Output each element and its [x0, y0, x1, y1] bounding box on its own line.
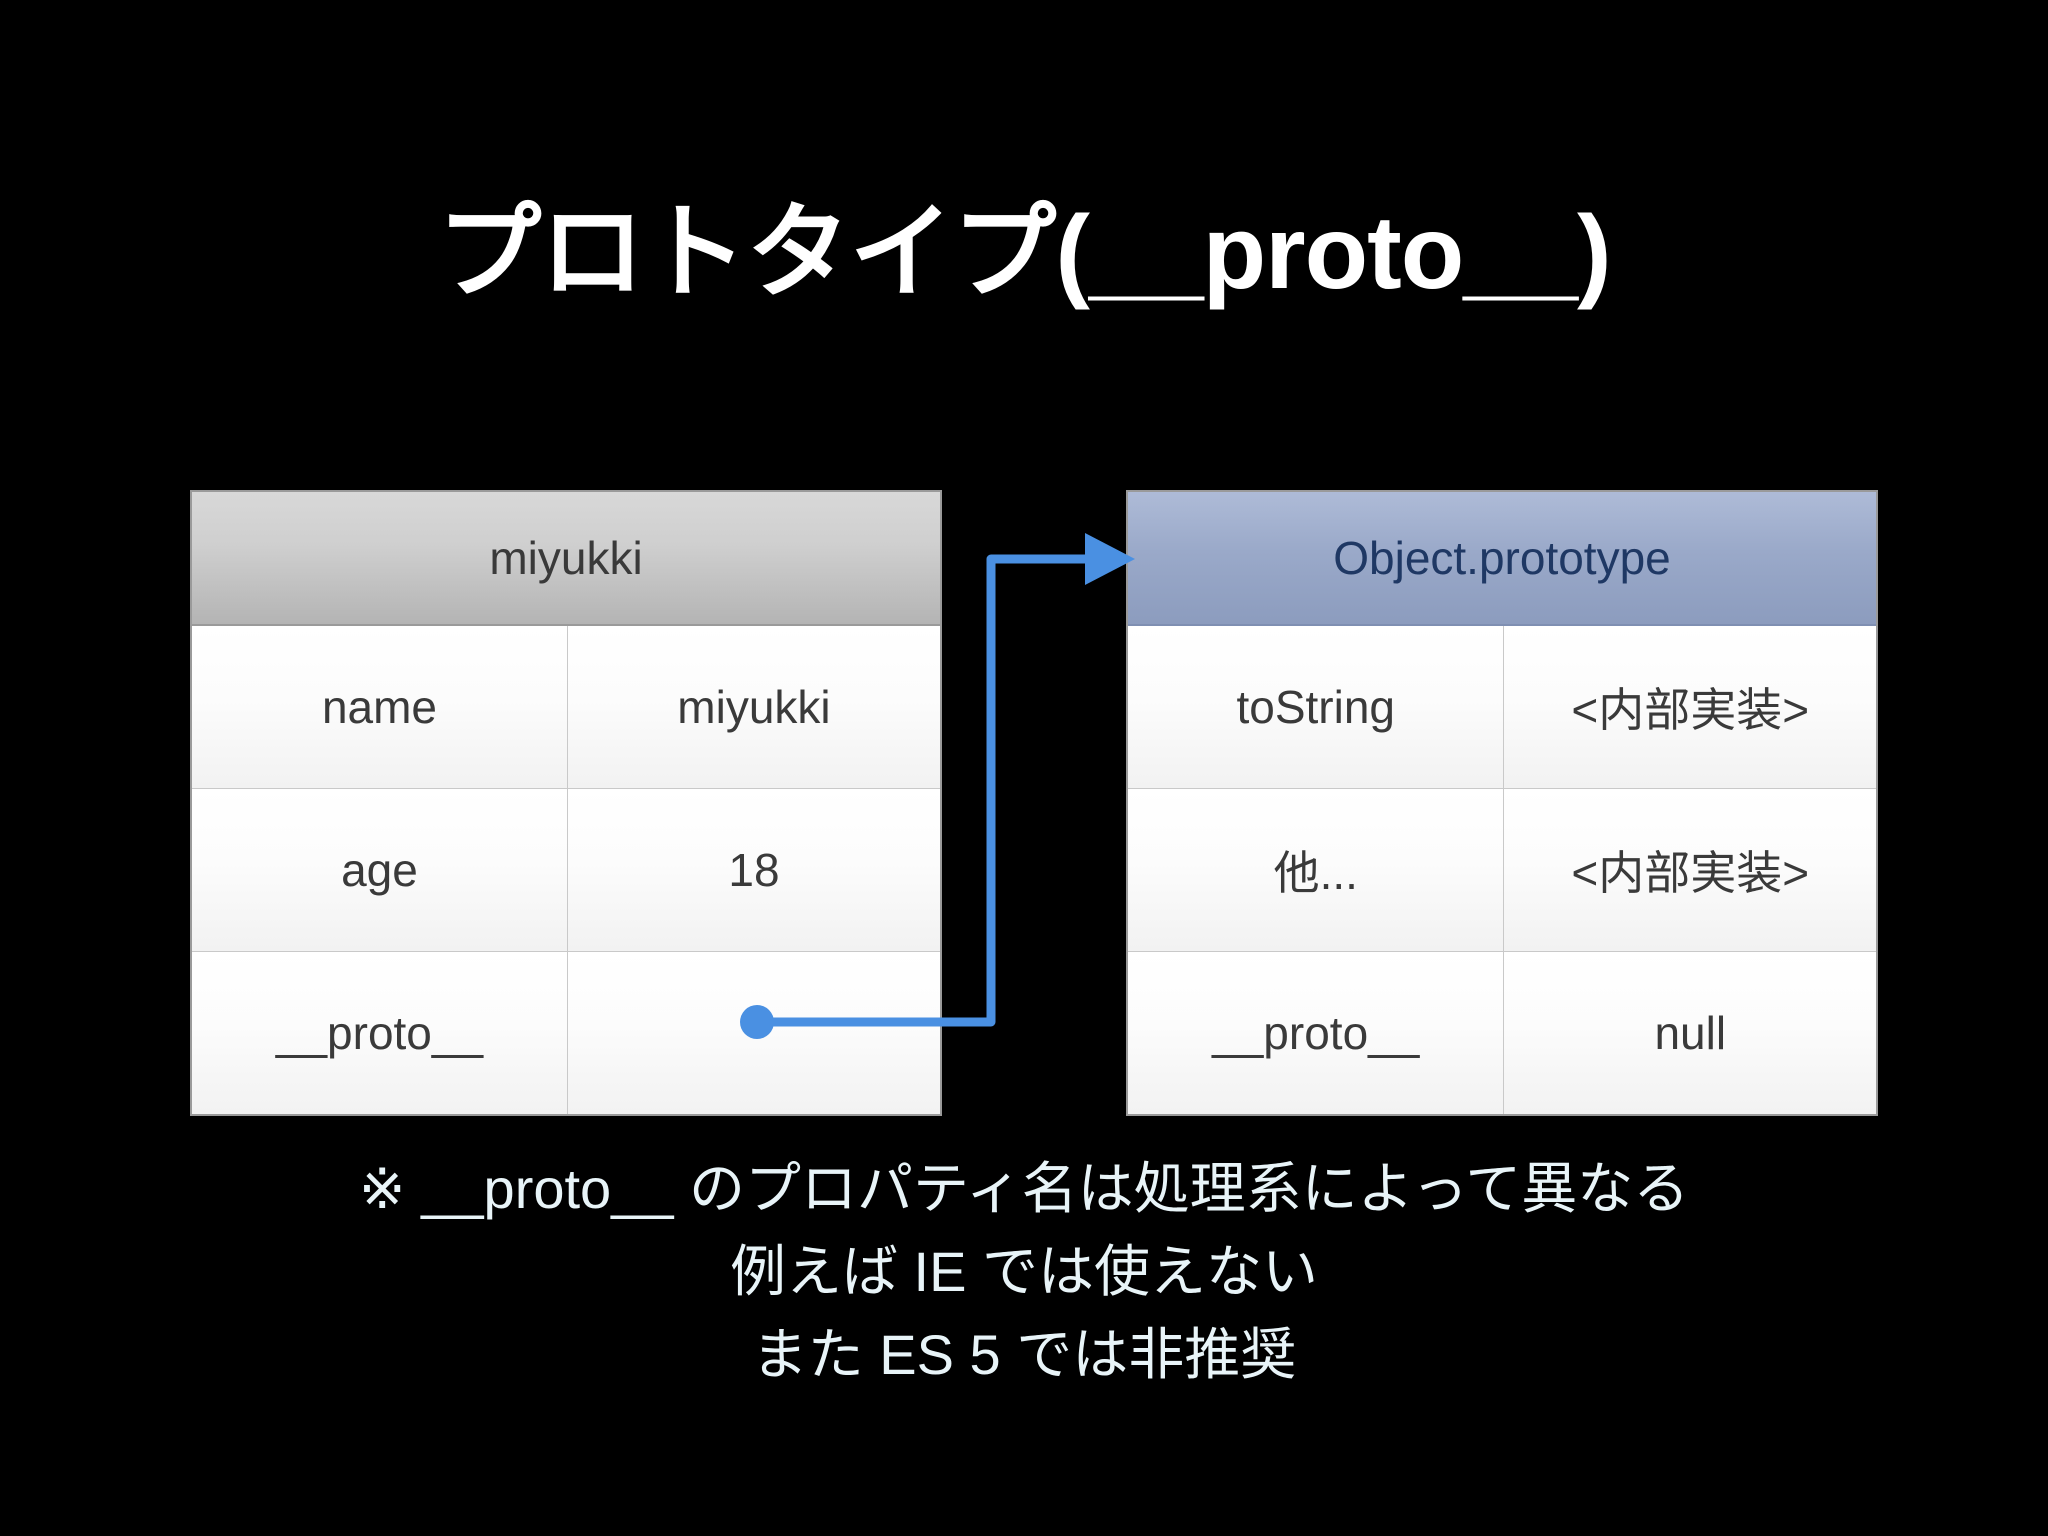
- footnote-line-3: また ES 5 では非推奨: [751, 1322, 1297, 1386]
- footnote-line-2: 例えば IE では使えない: [729, 1239, 1319, 1303]
- footnote-line-1: ※ __proto__ のプロパティ名は処理系によって異なる: [358, 1157, 1690, 1220]
- object-table-object-prototype: Object.prototype toString <内部実装> 他... <内…: [1126, 490, 1878, 1116]
- property-value: 18: [567, 789, 940, 952]
- property-value: miyukki: [567, 626, 940, 789]
- page-title: プロトタイプ(__proto__): [437, 195, 1611, 311]
- table-row: __proto__ null: [1128, 952, 1876, 1114]
- table-header-label: miyukki: [192, 492, 940, 626]
- table-row: __proto__: [192, 952, 940, 1114]
- table-header-row: Object.prototype: [1128, 492, 1876, 626]
- property-value: <内部実装>: [1504, 626, 1876, 789]
- table-row: age 18: [192, 789, 940, 952]
- table-row: 他... <内部実装>: [1128, 789, 1876, 952]
- property-key: name: [192, 626, 568, 789]
- property-key-proto: __proto__: [1128, 952, 1505, 1114]
- property-key: toString: [1128, 626, 1505, 789]
- footnote-block: ※ __proto__ のプロパティ名は処理系によって異なる 例えば IE では…: [0, 1148, 2048, 1397]
- table-header-row: miyukki: [192, 492, 940, 626]
- property-value-proto-ref: [567, 952, 940, 1114]
- table-header-label: Object.prototype: [1128, 492, 1876, 626]
- table-row: name miyukki: [192, 626, 940, 789]
- property-key: age: [192, 789, 568, 952]
- property-value: <内部実装>: [1504, 789, 1876, 952]
- object-table-miyukki: miyukki name miyukki age 18 __proto__: [190, 490, 942, 1116]
- table-row: toString <内部実装>: [1128, 626, 1876, 789]
- property-value-null: null: [1504, 952, 1876, 1114]
- property-key: 他...: [1128, 789, 1505, 952]
- property-key-proto: __proto__: [192, 952, 568, 1114]
